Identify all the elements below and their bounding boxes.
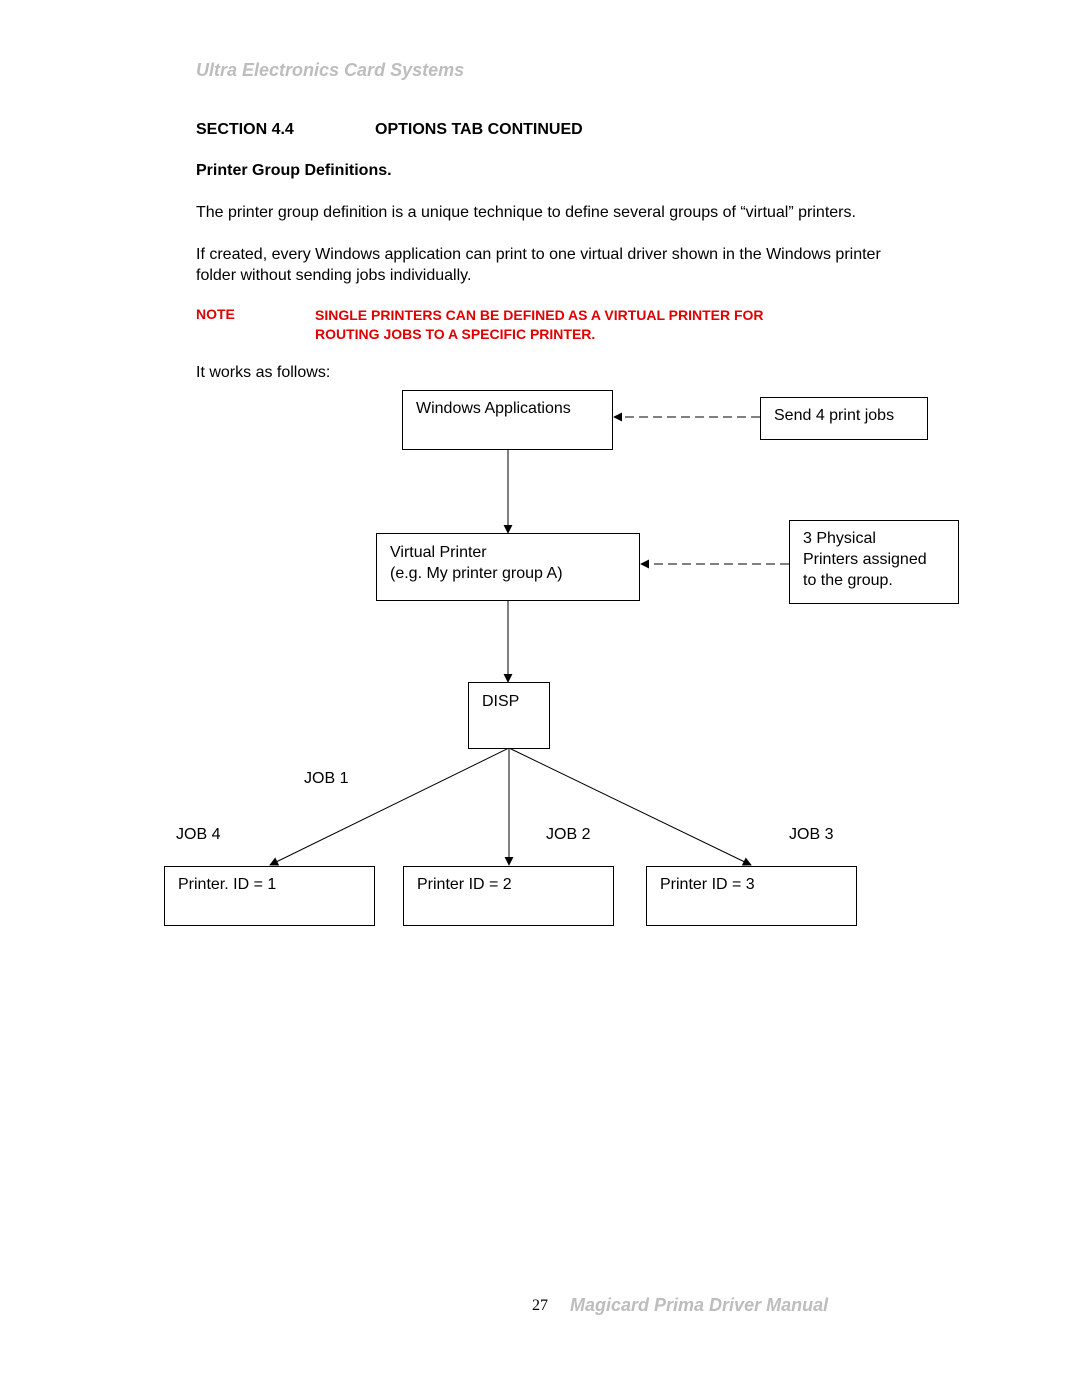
virtual-printer-line-2: (e.g. My printer group A) bbox=[390, 565, 563, 582]
physical-printers-box: 3 Physical Printers assigned to the grou… bbox=[789, 520, 959, 604]
virtual-printer-line-1: Virtual Printer bbox=[390, 544, 487, 561]
printer3-box: Printer ID = 3 bbox=[646, 866, 857, 926]
physical-line-3: to the group. bbox=[803, 572, 893, 589]
physical-line-2: Printers assigned bbox=[803, 551, 927, 568]
section-title: OPTIONS TAB CONTINUED bbox=[375, 121, 583, 138]
printer1-label: Printer. ID = 1 bbox=[178, 876, 277, 893]
note-text: SINGLE PRINTERS CAN BE DEFINED AS A VIRT… bbox=[315, 306, 875, 344]
printer2-label: Printer ID = 2 bbox=[417, 876, 512, 893]
printer1-box: Printer. ID = 1 bbox=[164, 866, 375, 926]
windows-applications-label: Windows Applications bbox=[416, 400, 571, 417]
job4-label: JOB 4 bbox=[176, 826, 221, 843]
job3-label: JOB 3 bbox=[789, 826, 834, 843]
subheading: Printer Group Definitions. bbox=[196, 162, 392, 179]
paragraph-intro: The printer group definition is a unique… bbox=[196, 204, 856, 221]
arrow-disp-to-printer1 bbox=[269, 747, 510, 866]
job1-label: JOB 1 bbox=[304, 770, 349, 787]
physical-line-1: 3 Physical bbox=[803, 530, 876, 547]
note-line-2: ROUTING JOBS TO A SPECIFIC PRINTER. bbox=[315, 326, 596, 342]
page-number: 27 bbox=[532, 1297, 548, 1314]
disp-label: DISP bbox=[482, 693, 520, 710]
windows-applications-box: Windows Applications bbox=[402, 390, 613, 450]
send-jobs-box: Send 4 print jobs bbox=[760, 397, 928, 440]
note-line-1: SINGLE PRINTERS CAN BE DEFINED AS A VIRT… bbox=[315, 307, 764, 323]
arrow-disp-to-printer3 bbox=[508, 747, 752, 866]
company-header: Ultra Electronics Card Systems bbox=[196, 60, 465, 80]
works-intro: It works as follows: bbox=[196, 364, 331, 381]
send-jobs-label: Send 4 print jobs bbox=[774, 407, 895, 424]
section-number: SECTION 4.4 bbox=[196, 121, 294, 138]
disp-box: DISP bbox=[468, 682, 550, 749]
job2-label: JOB 2 bbox=[546, 826, 591, 843]
manual-title: Magicard Prima Driver Manual bbox=[570, 1295, 829, 1315]
printer3-label: Printer ID = 3 bbox=[660, 876, 755, 893]
paragraph-detail: If created, every Windows application ca… bbox=[196, 246, 881, 284]
virtual-printer-box: Virtual Printer (e.g. My printer group A… bbox=[376, 533, 640, 601]
printer2-box: Printer ID = 2 bbox=[403, 866, 614, 926]
note-label: NOTE bbox=[196, 306, 235, 322]
